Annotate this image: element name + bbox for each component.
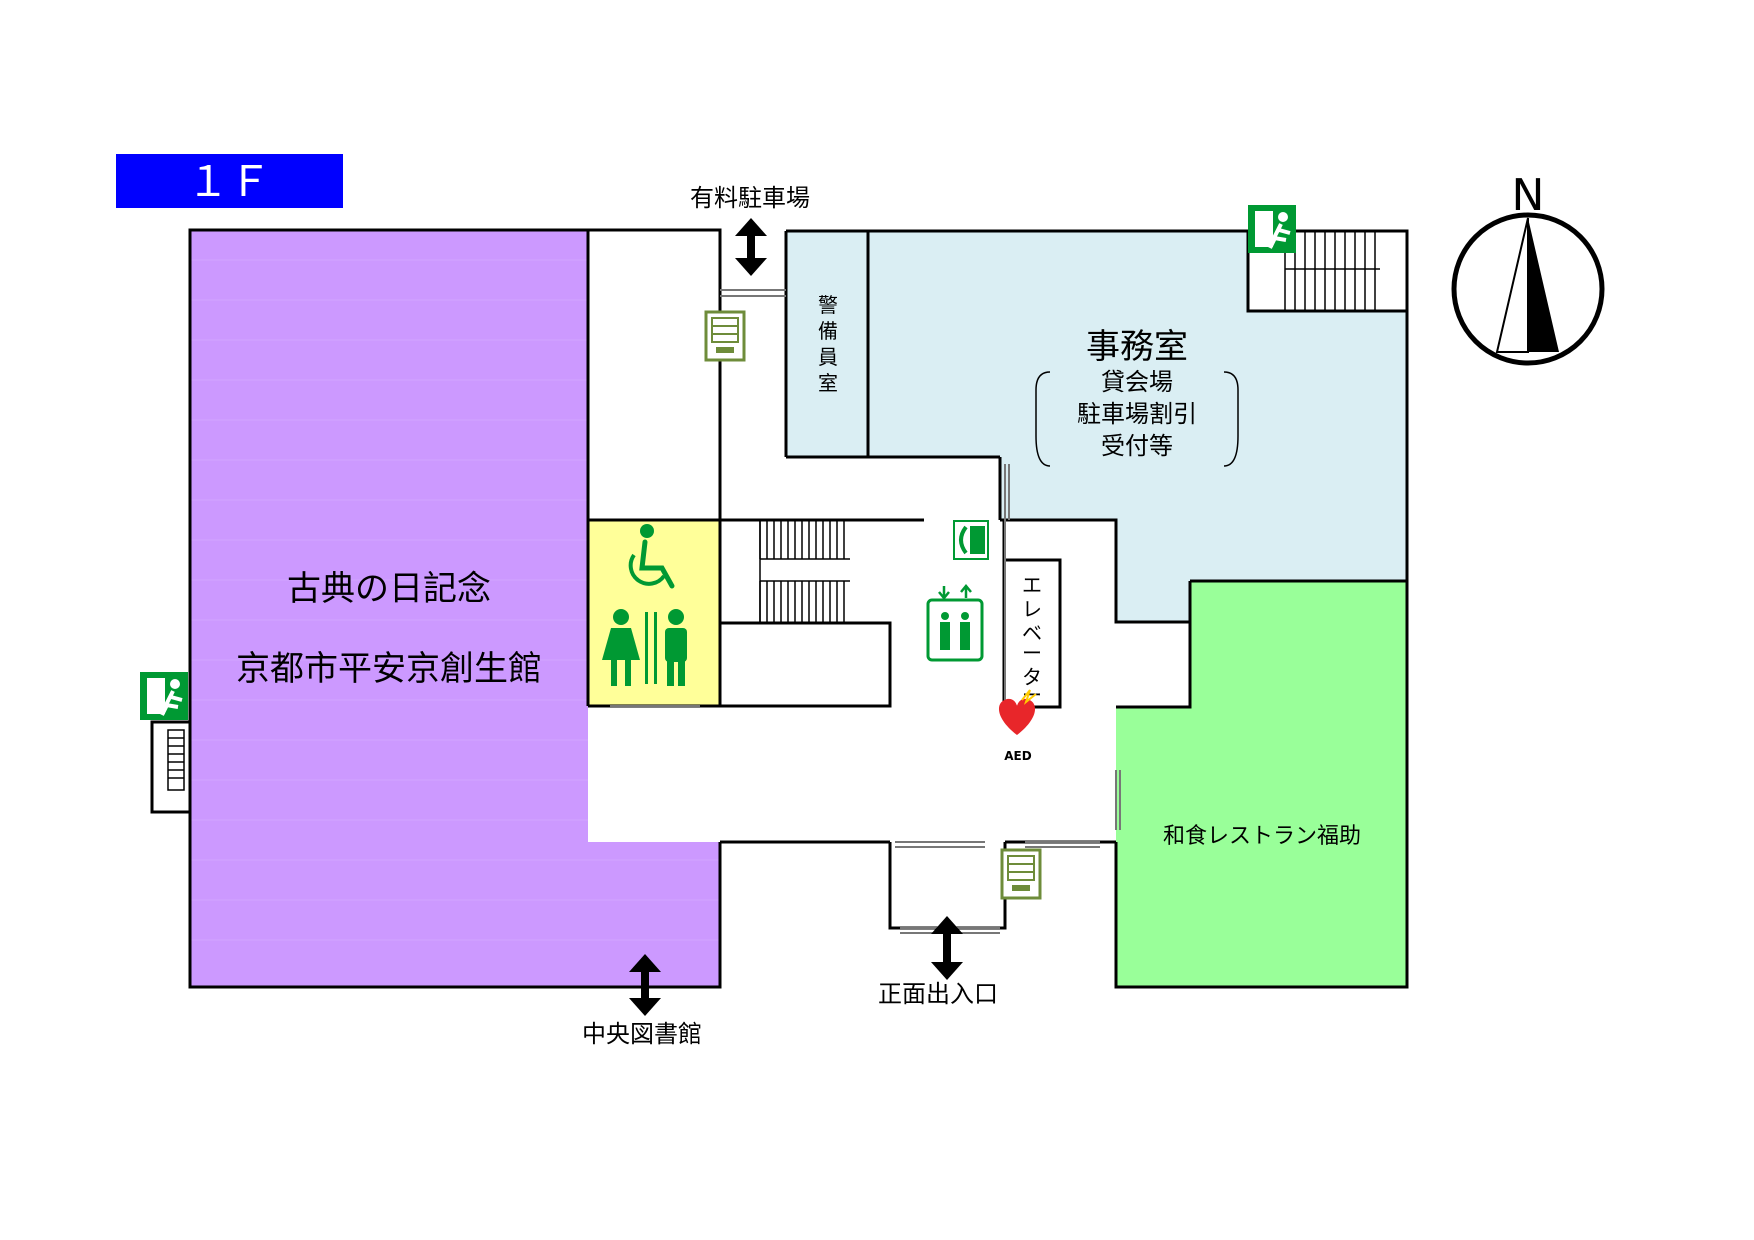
guard-room-label: 警 備 員 室 <box>818 293 838 395</box>
guard-char-1: 警 <box>818 293 838 317</box>
library-exit-label: 中央図書館 <box>582 1020 702 1048</box>
office-bracket-left <box>1035 371 1051 467</box>
office-service-3: 受付等 <box>1101 432 1173 460</box>
wheelchair-icon <box>628 524 675 589</box>
guard-char-4: 室 <box>818 371 838 395</box>
north-arrow-icon: N <box>1451 170 1605 366</box>
parking-exit-label: 有料駐車場 <box>690 184 810 212</box>
aed-label: AED <box>1004 749 1031 763</box>
phone-icon <box>953 520 989 560</box>
elevator-char-5: タ <box>1022 665 1042 689</box>
elevator-label: エ レ ベ ー タ ー <box>1022 573 1042 707</box>
main-entrance-label: 正面出入口 <box>878 980 998 1008</box>
elevator-char-2: レ <box>1022 597 1042 621</box>
restaurant-name: 和食レストラン福助 <box>1163 824 1361 849</box>
elevator-icon <box>926 584 984 662</box>
guard-room[interactable] <box>786 231 868 457</box>
stairs-northeast <box>1284 231 1380 311</box>
vending-machine-icon <box>704 310 746 362</box>
compass-north-label: N <box>1512 170 1545 221</box>
guard-char-2: 備 <box>818 319 838 343</box>
office-service-2: 駐車場割引 <box>1077 400 1197 428</box>
floor-label: １Ｆ <box>187 157 271 206</box>
office-service-1: 貸会場 <box>1101 368 1173 396</box>
entrance-double-arrow-icon <box>931 916 963 980</box>
library-double-arrow-icon <box>629 954 661 1016</box>
hall-texture <box>190 259 720 941</box>
office-bracket-right <box>1223 371 1239 467</box>
parking-double-arrow-icon <box>735 218 767 276</box>
office-area[interactable] <box>786 231 1407 622</box>
hall-name-line1: 古典の日記念 <box>287 569 491 609</box>
restroom-icon <box>602 609 687 686</box>
aed-icon: AED <box>998 689 1037 763</box>
office-title: 事務室 <box>1086 327 1188 367</box>
guard-char-3: 員 <box>818 345 838 369</box>
stairs-center <box>759 520 850 623</box>
floor-badge: １Ｆ <box>116 154 343 208</box>
emergency-exit-icon <box>1248 205 1296 253</box>
stairs-west <box>167 729 185 791</box>
elevator-char-4: ー <box>1022 641 1042 665</box>
emergency-exit-icon <box>140 672 188 720</box>
vending-machine-icon <box>1000 848 1042 900</box>
elevator-char-1: エ <box>1022 573 1042 597</box>
elevator-char-3: ベ <box>1022 621 1042 645</box>
hall-name-line2: 京都市平安京創生館 <box>236 649 542 689</box>
restaurant-area[interactable] <box>1116 581 1407 987</box>
